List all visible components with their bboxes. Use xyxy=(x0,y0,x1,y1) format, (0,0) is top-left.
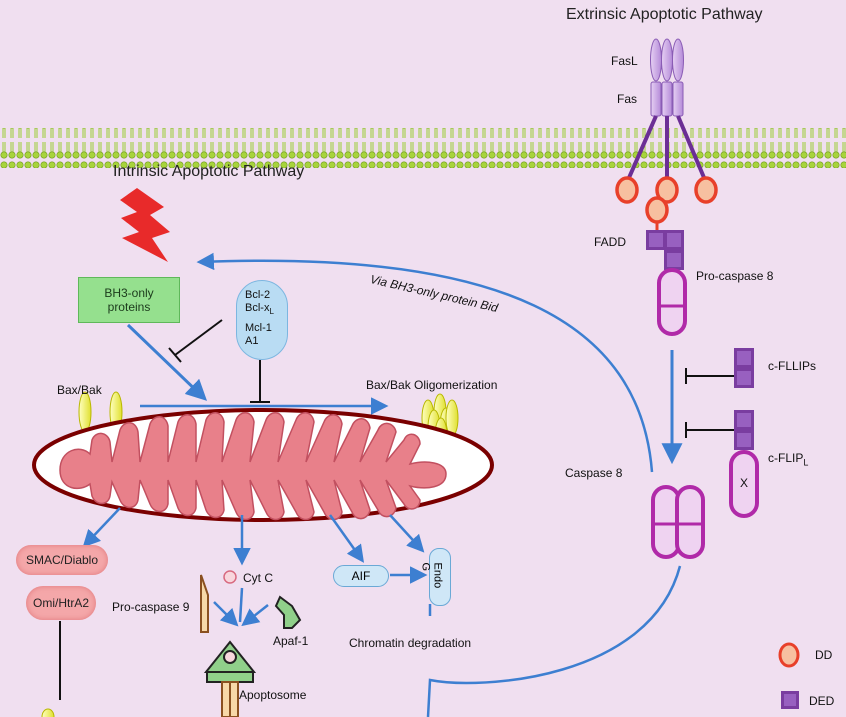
bax-monomer xyxy=(78,391,92,433)
mitochondrion xyxy=(32,408,494,522)
fadd-label: FADD xyxy=(594,235,627,249)
chromatin-label: Chromatin degradation xyxy=(349,636,472,650)
c-flip-l-label: c-FLIPL xyxy=(768,451,809,468)
omi-pill: Omi/HtrA2 xyxy=(26,586,96,620)
apoptosome xyxy=(203,640,257,717)
endog-pill: Endo G xyxy=(420,548,451,606)
cyt-c-molecule xyxy=(223,570,237,584)
intrinsic-title: Intrinsic Apoptotic Pathway xyxy=(113,163,305,180)
bcl2-family-box: Bcl-2 Bcl-xL Mcl-1 A1 xyxy=(236,280,288,360)
procaspase9-label: Pro-caspase 9 xyxy=(112,600,190,614)
arrow-smac xyxy=(82,507,121,548)
c-flip-x-label: X xyxy=(740,476,749,490)
death-domains xyxy=(615,176,718,232)
legend-dd-label: DD xyxy=(815,648,833,662)
bax-bak-label: Bax/Bak xyxy=(57,383,102,397)
aif-pill: AIF xyxy=(333,565,389,587)
caspase8-dimer xyxy=(651,485,705,559)
smac-pill: SMAC/Diablo xyxy=(16,545,108,575)
bh3-arrow xyxy=(126,323,208,401)
cell-membrane xyxy=(0,128,846,168)
bcl-inhibit-bh3 xyxy=(174,319,223,356)
c-flips-inhibitors xyxy=(685,348,759,518)
apoptosome-label: Apoptosome xyxy=(239,688,307,702)
caspase8-downstream-line xyxy=(426,565,682,717)
apaf1-label: Apaf-1 xyxy=(273,634,309,648)
legend-dd-icon xyxy=(778,642,800,668)
arrow-aif xyxy=(328,514,365,563)
apaf1-shape xyxy=(274,595,302,629)
extrinsic-title: Extrinsic Apoptotic Pathway xyxy=(566,6,763,23)
bax-bak-olig-label: Bax/Bak Oligomerization xyxy=(366,378,498,392)
procaspase8-label: Pro-caspase 8 xyxy=(696,269,774,283)
fadd-procaspase8 xyxy=(646,230,687,336)
bh3-only-box: BH3-only proteins xyxy=(78,277,180,323)
fasl-label: FasL xyxy=(611,54,638,68)
caspase8-label: Caspase 8 xyxy=(565,466,623,480)
arrow-endog xyxy=(389,514,425,553)
procaspase9-shape xyxy=(200,574,209,633)
bid-arrow xyxy=(196,252,654,473)
fas-label: Fas xyxy=(617,92,638,106)
cyt-c-label: Cyt C xyxy=(243,571,273,585)
legend-ded-label: DED xyxy=(809,694,835,708)
stress-bolt-icon xyxy=(120,188,170,262)
fasl-fas-receptor xyxy=(626,38,707,181)
c-fllips-label: c-FLLIPs xyxy=(768,359,817,373)
